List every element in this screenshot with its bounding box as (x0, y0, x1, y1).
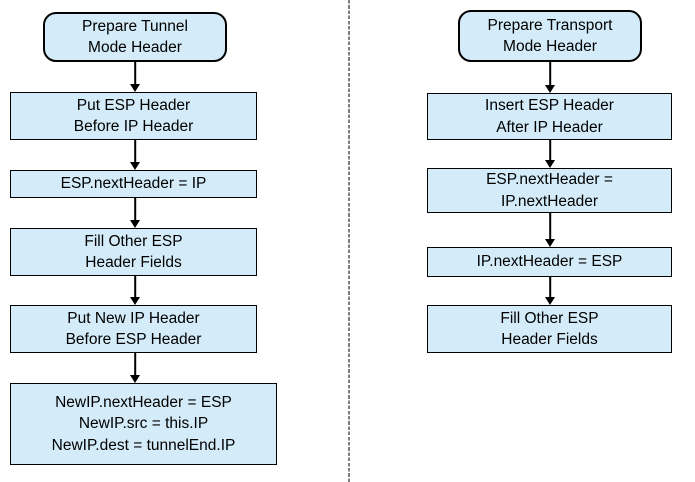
flow-arrow (129, 198, 141, 228)
arrow-shaft (549, 277, 551, 299)
arrow-shaft (549, 62, 551, 87)
node-text-line: IP.nextHeader (500, 192, 599, 210)
node-text-line: Header Fields (501, 331, 598, 348)
arrowhead-down-icon (130, 375, 140, 383)
node-text-line: IP.nextHeader = ESP (476, 253, 623, 271)
node-text-line: Mode Header (503, 38, 597, 55)
arrowhead-down-icon (545, 85, 555, 93)
arrowhead-down-icon (545, 160, 555, 168)
arrowhead-down-icon (130, 162, 140, 170)
node-text-line: Insert ESP Header (485, 97, 614, 114)
arrow-shaft (134, 198, 136, 222)
node-text-line: ESP.nextHeader = (486, 171, 613, 188)
node-text-line: NewIP.dest = tunnelEnd.IP (51, 436, 236, 454)
node-text-line: ESP.nextHeader = IP (60, 175, 207, 193)
node-text-line: NewIP.src = this.IP (78, 415, 209, 433)
flow-arrow (129, 353, 141, 383)
node-prepare-tunnel-mode-header: Prepare Tunnel Mode Header (43, 12, 227, 62)
arrowhead-down-icon (545, 297, 555, 305)
arrow-shaft (549, 213, 551, 241)
arrow-shaft (134, 140, 136, 164)
arrowhead-down-icon (545, 239, 555, 247)
node-text-line: Header Fields (85, 254, 182, 271)
flow-arrow (129, 276, 141, 305)
node-insert-esp-header-after-ip-header: Insert ESP Header After IP Header (427, 93, 672, 140)
column-divider-dashed-line (348, 0, 350, 482)
flow-arrow (129, 140, 141, 170)
node-text-line: Prepare Transport (487, 16, 613, 34)
node-put-new-ip-header-before-esp-header: Put New IP Header Before ESP Header (10, 305, 257, 353)
node-text-line: NewIP.nextHeader = ESP (55, 393, 232, 411)
node-text-line: Before ESP Header (65, 331, 202, 348)
node-text-line: Prepare Tunnel (82, 17, 188, 35)
node-fill-other-esp-header-fields-transport: Fill Other ESP Header Fields (427, 305, 672, 353)
node-prepare-transport-mode-header: Prepare Transport Mode Header (458, 10, 642, 62)
node-esp-nextheader-equals-ip: ESP.nextHeader = IP (10, 170, 257, 198)
arrow-shaft (134, 276, 136, 299)
node-esp-nextheader-equals-ip-nextheader: ESP.nextHeader = IP.nextHeader (427, 168, 672, 213)
flow-arrow (544, 213, 556, 247)
flow-arrow (544, 277, 556, 305)
flow-arrow (544, 140, 556, 168)
arrow-shaft (134, 62, 136, 86)
node-text-line: Put New IP Header (67, 309, 200, 327)
node-text-line: After IP Header (496, 118, 603, 136)
node-newip-assignments: NewIP.nextHeader = ESP NewIP.src = this.… (10, 383, 277, 465)
node-fill-other-esp-header-fields-tunnel: Fill Other ESP Header Fields (10, 228, 257, 276)
arrowhead-down-icon (130, 84, 140, 92)
node-text-line: Fill Other ESP (84, 232, 183, 250)
node-text-line: Mode Header (88, 39, 182, 56)
arrow-shaft (134, 353, 136, 377)
arrowhead-down-icon (130, 297, 140, 305)
arrowhead-down-icon (130, 220, 140, 228)
flow-arrow (129, 62, 141, 92)
flow-arrow (544, 62, 556, 93)
node-text-line: Before IP Header (73, 118, 194, 135)
arrow-shaft (549, 140, 551, 162)
node-text-line: Fill Other ESP (500, 309, 599, 327)
node-text-line: Put ESP Header (76, 96, 191, 114)
node-put-esp-header-before-ip-header: Put ESP Header Before IP Header (10, 92, 257, 140)
node-ip-nextheader-equals-esp: IP.nextHeader = ESP (427, 247, 672, 277)
